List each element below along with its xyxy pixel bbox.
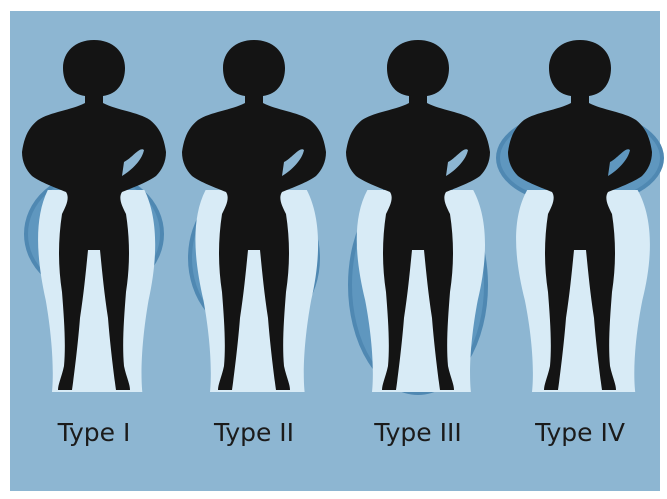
figure-type-1 [22,40,166,392]
label-type-3: Type III [338,418,498,447]
label-type-2: Type II [174,418,334,447]
label-type-1: Type I [14,418,174,447]
figure-type-3 [346,40,490,393]
label-type-4: Type IV [500,418,660,447]
figure-type-2 [182,40,326,392]
figure-type-4 [498,40,662,392]
